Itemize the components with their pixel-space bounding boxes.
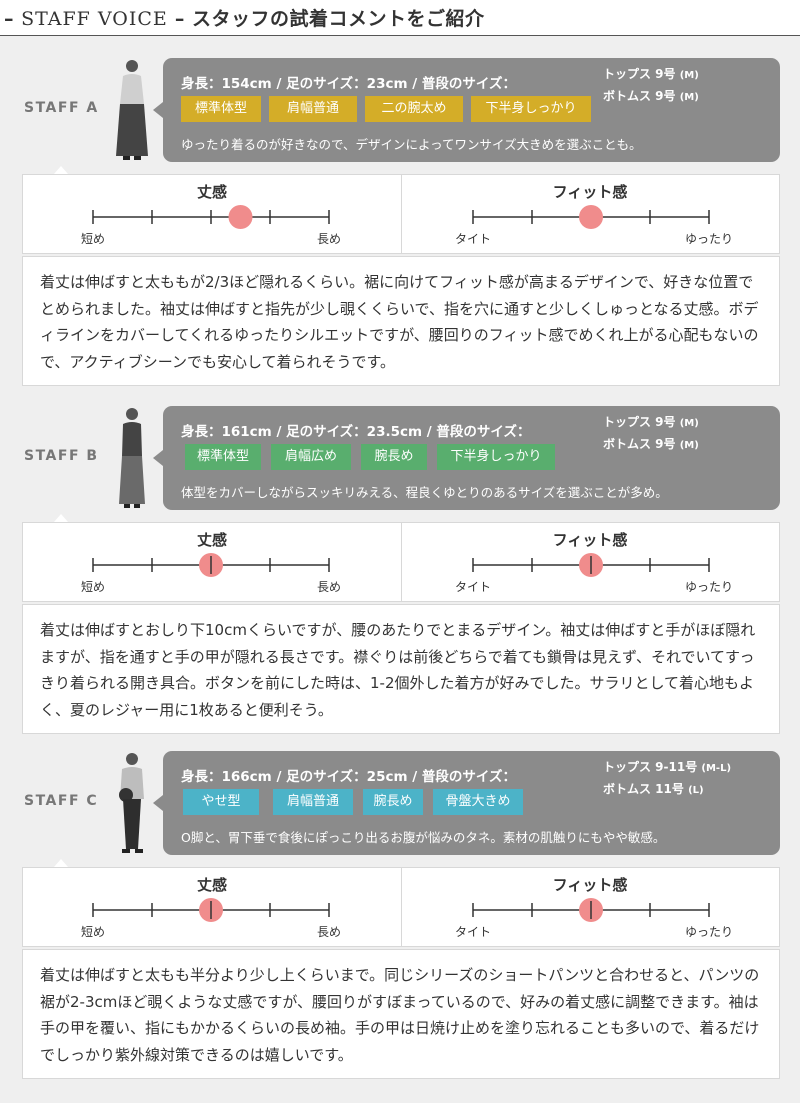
length-min-label: 短め [81,232,105,246]
staff-profile-bubble: 身長：166cm / 足のサイズ：25cm / 普段のサイズ： トップス 9-1… [153,751,780,855]
fit-min-label: タイト [455,580,491,594]
length-min-label: 短め [81,580,105,594]
staff-photo-icon [119,753,144,853]
length-max-label: 長め [317,580,341,594]
size-tops: トップス 9号 [603,67,676,81]
body-type-tag: 標準体型 [181,96,261,122]
staff-comment-box: 着丈は伸ばすとおしり下10cmくらいですが、腰のあたりでとまるデザイン。袖丈は伸… [22,604,780,734]
staff-comment-box: 着丈は伸ばすと太もも半分より少し上くらいまで。同じシリーズのショートパンツと合わ… [22,949,780,1079]
body-type-tag: やせ型 [183,789,259,815]
page-title: – STAFF VOICE – スタッフの試着コメントをご紹介 [4,8,485,30]
body-type-tag: 骨盤大きめ [433,789,523,815]
body-type-tag: 二の腕太め [365,96,463,122]
fit-meter-box: 丈感 短め 長め フィット感 [22,522,780,602]
length-meter-title: 丈感 [197,876,227,894]
size-tops-note: (M) [679,70,699,81]
staff-size-note: ゆったり着るのが好きなので、デザインによってワンサイズ大きめを選ぶことも。 [181,137,642,152]
body-type-tag: 肩幅広め [271,444,351,470]
fit-meter-box: 丈感 短め 長め フィット感 [22,867,780,947]
page-header: – STAFF VOICE – スタッフの試着コメントをご紹介 [0,0,800,36]
staff-usual-sizes: トップス 9-11号 (M-L) ボトムス 11号 (L) [603,757,731,801]
bubble-pointer [54,514,68,522]
body-type-tag: 下半身しっかり [437,444,555,470]
page-title-ja: スタッフの試着コメントをご紹介 [192,8,485,30]
page-title-en: STAFF VOICE [21,8,168,30]
staff-voice-panel: STAFF A 身長：154cm / 足のサイズ：23cm / 普段のサイズ： … [0,36,800,1103]
header-rule [0,35,800,36]
staff-usual-sizes: トップス 9号 (M) ボトムス 9号 (M) [603,412,699,456]
fit-marker [579,205,603,229]
staff-photo-icon [119,408,145,508]
staff-comment: 着丈は伸ばすと太もも半分より少し上くらいまで。同じシリーズのショートパンツと合わ… [40,966,760,1064]
fit-meter-title: フィット感 [553,531,628,549]
body-type-tag: 肩幅普通 [269,96,357,122]
fit-max-label: ゆったり [685,232,733,246]
size-bottoms-note: (M) [679,440,699,451]
body-type-tag: 標準体型 [185,444,261,470]
size-bottoms: ボトムス 9号 [603,437,676,451]
staff-comment: 着丈は伸ばすとおしり下10cmくらいですが、腰のあたりでとまるデザイン。袖丈は伸… [40,621,756,719]
meter-divider [401,868,402,946]
staff-profile-bubble: 身長：161cm / 足のサイズ：23.5cm / 普段のサイズ： トップス 9… [153,406,780,510]
fit-max-label: ゆったり [685,580,733,594]
length-marker [228,205,253,229]
staff-profile: 身長：166cm / 足のサイズ：25cm / 普段のサイズ： [181,769,516,785]
length-max-label: 長め [317,925,341,939]
body-type-tag: 下半身しっかり [471,96,591,122]
length-max-label: 長め [317,232,341,246]
size-tops-note: (M) [679,418,699,429]
staff-profile: 身長：154cm / 足のサイズ：23cm / 普段のサイズ： [181,76,516,92]
staff-label: STAFF B [24,448,99,464]
size-bottoms-note: (M) [679,92,699,103]
staff-section-a: STAFF A 身長：154cm / 足のサイズ：23cm / 普段のサイズ： … [0,36,800,386]
length-meter-title: 丈感 [197,183,227,201]
meter-divider [401,523,402,601]
size-bottoms: ボトムス 11号 [603,782,684,796]
staff-size-note: 体型をカバーしながらスッキリみえる、程良くゆとりのあるサイズを選ぶことが多め。 [181,485,668,500]
staff-comment-box: 着丈は伸ばすと太ももが2/3ほど隠れるくらい。裾に向けてフィット感が高まるデザイ… [22,256,780,386]
fit-meter-title: フィット感 [553,876,628,894]
staff-section-b: STAFF B 身長：161cm / 足のサイズ：23.5cm / 普段のサイズ… [0,384,800,734]
bubble-pointer [54,859,68,867]
staff-profile: 身長：161cm / 足のサイズ：23.5cm / 普段のサイズ： [181,424,531,440]
size-bottoms-note: (L) [688,785,704,796]
fit-meter-svg: 丈感 短め 長め フィット感 [81,876,733,939]
length-min-label: 短め [81,925,105,939]
body-type-tag: 腕長め [361,444,427,470]
staff-size-note: O脚と、胃下垂で食後にぽっこり出るお腹が悩みのタネ。素材の肌触りにもやや敏感。 [181,830,666,845]
staff-profile-bubble: 身長：154cm / 足のサイズ：23cm / 普段のサイズ： トップス 9号 … [153,58,780,162]
staff-usual-sizes: トップス 9号 (M) ボトムス 9号 (M) [603,64,699,108]
staff-photo-icon [116,60,148,160]
size-bottoms: ボトムス 9号 [603,89,676,103]
fit-meter-svg: 丈感 短め 長め フィット感 [81,183,733,246]
meter-divider [401,175,402,253]
fit-meter-svg: 丈感 短め 長め フィット感 [81,531,733,594]
fit-meter-box: 丈感 短め 長め フィット感 [22,174,780,254]
length-scale [92,210,330,224]
fit-min-label: タイト [455,232,491,246]
size-tops: トップス 9-11号 [603,760,698,774]
staff-label: STAFF C [24,793,99,809]
fit-max-label: ゆったり [685,925,733,939]
body-type-tag: 腕長め [363,789,423,815]
size-tops: トップス 9号 [603,415,676,429]
fit-meter-title: フィット感 [553,183,628,201]
bubble-pointer [54,166,68,174]
fit-min-label: タイト [455,925,491,939]
length-meter-title: 丈感 [197,531,227,549]
staff-label: STAFF A [24,100,99,116]
size-tops-note: (M-L) [701,763,732,774]
staff-comment: 着丈は伸ばすと太ももが2/3ほど隠れるくらい。裾に向けてフィット感が高まるデザイ… [40,273,759,371]
staff-section-c: STAFF C 身長：166cm / 足のサイズ：25cm / 普段のサイズ： … [0,729,800,1103]
body-type-tag: 肩幅普通 [273,789,353,815]
